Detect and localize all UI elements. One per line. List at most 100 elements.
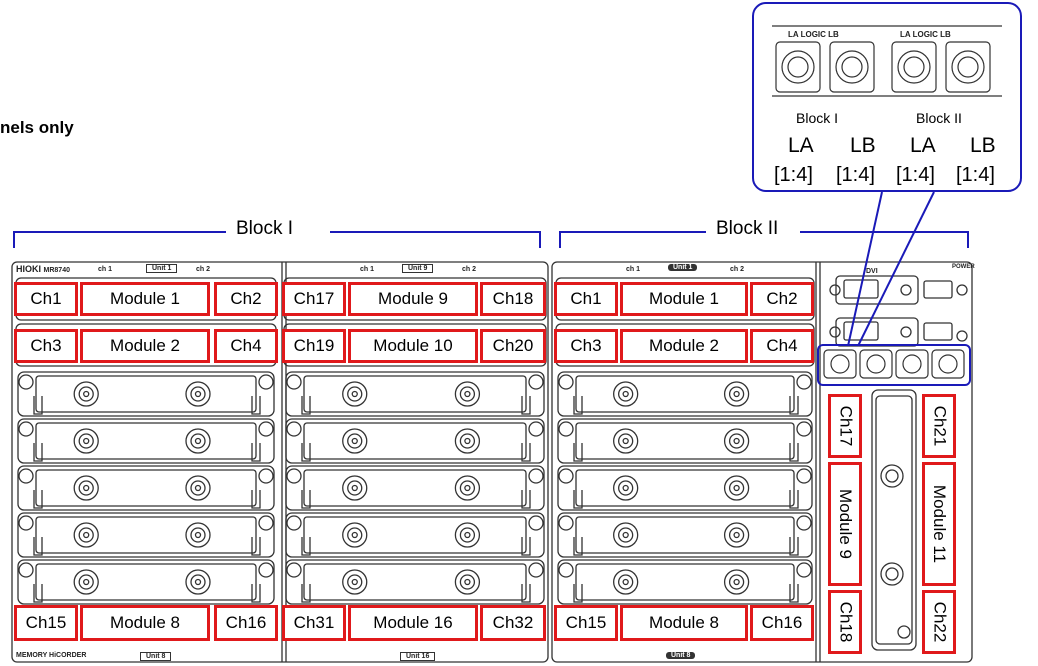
bnc-connector-inner <box>728 433 745 449</box>
bnc-connector-pin <box>733 437 740 445</box>
mount-screw <box>18 468 34 484</box>
right-row2-module: Module 2 <box>620 329 748 363</box>
bnc-connector <box>613 381 639 407</box>
slot-latch <box>33 396 43 415</box>
bnc-connector-pin <box>351 390 358 398</box>
bnc-connector <box>454 522 481 548</box>
bnc-connector-inner <box>618 527 634 543</box>
callout-port-lb-1: LB <box>850 134 876 157</box>
mount-screw <box>796 515 812 531</box>
module-face <box>575 469 795 507</box>
slot-latch <box>789 584 799 603</box>
side-right-ch-b: Ch22 <box>922 590 956 654</box>
callout-connector-drawing <box>772 25 1002 97</box>
mount-screw <box>286 515 302 531</box>
side-right-module: Module 11 <box>922 462 956 586</box>
bnc-connector-pin <box>194 578 202 586</box>
mount-screw <box>258 515 274 531</box>
bnc-connector-pin <box>194 437 202 445</box>
bnc-connector-inner <box>459 527 476 543</box>
bnc-connector <box>613 569 639 595</box>
module-slot <box>17 418 275 464</box>
mount-screw <box>528 421 544 437</box>
bnc-connector-pin <box>622 484 629 492</box>
mount-screw <box>558 515 574 531</box>
bnc-connector-inner <box>347 527 363 543</box>
bnc-connector-inner <box>347 574 363 590</box>
module-slot <box>557 512 813 558</box>
module-slot <box>557 465 813 511</box>
callout-port-la-2: LA <box>910 134 936 157</box>
bnc-connector-pin <box>83 484 90 492</box>
bnc-connector <box>185 522 211 548</box>
left-row2-ch-a: Ch3 <box>14 329 78 363</box>
mount-screw <box>258 421 274 437</box>
bnc-connector-pin <box>733 390 740 398</box>
bnc-connector <box>342 428 368 454</box>
left-row8-module: Module 8 <box>80 605 210 641</box>
module-face <box>35 422 257 460</box>
mount-screw <box>558 562 574 578</box>
mid-row8-ch-b: Ch32 <box>480 605 546 641</box>
mount-screw <box>796 374 812 390</box>
bnc-connector-inner <box>190 480 206 496</box>
bnc-connector-pin <box>622 437 629 445</box>
bnc-connector <box>73 475 99 501</box>
bnc-connector-inner <box>347 480 363 496</box>
bnc-connector <box>185 569 211 595</box>
mount-screw <box>528 562 544 578</box>
module-slot <box>557 371 813 417</box>
bnc-connector-inner <box>190 574 206 590</box>
bnc-connector-pin <box>351 578 358 586</box>
right-row2-ch-b: Ch4 <box>750 329 814 363</box>
bnc-connector-inner <box>459 433 476 449</box>
mid-row1-module: Module 9 <box>348 282 478 316</box>
mid-row2-ch-a: Ch19 <box>282 329 346 363</box>
slot-latch <box>301 443 311 462</box>
slot-latch <box>33 490 43 509</box>
mount-screw <box>18 562 34 578</box>
slot-latch <box>521 584 531 603</box>
slot-latch <box>521 396 531 415</box>
mount-screw <box>258 374 274 390</box>
bnc-connector-pin <box>83 578 90 586</box>
module-face <box>575 516 795 554</box>
slot-latch <box>251 396 261 415</box>
slot-latch <box>33 443 43 462</box>
header-fragment: nels only <box>0 118 74 137</box>
bnc-connector-inner <box>459 386 476 402</box>
bnc-connector-pin <box>464 578 471 586</box>
bnc-connector <box>723 569 750 595</box>
mount-screw <box>796 468 812 484</box>
bnc-connector <box>454 428 481 454</box>
module-face <box>35 563 257 601</box>
bnc-connector-pin <box>351 437 358 445</box>
bnc-connector-inner <box>618 433 634 449</box>
right-row8-ch-b: Ch16 <box>750 605 814 641</box>
left-row2-ch-b: Ch4 <box>214 329 278 363</box>
bnc-connector <box>613 428 639 454</box>
module-face <box>575 422 795 460</box>
slot-latch <box>251 443 261 462</box>
mid-row1-ch-a: Ch17 <box>282 282 346 316</box>
module-slot <box>557 418 813 464</box>
ch2-tag-mid: ch 2 <box>462 266 477 273</box>
bnc-connector-pin <box>464 531 471 539</box>
bnc-connector-inner <box>190 386 206 402</box>
left-unit-frame <box>11 261 549 663</box>
mount-screw <box>796 562 812 578</box>
bnc-connector-pin <box>464 390 471 398</box>
module-slot <box>17 512 275 558</box>
unit-tag-bottom-left: Unit 8 <box>140 652 172 661</box>
bnc-connector <box>342 569 368 595</box>
slot-latch <box>789 443 799 462</box>
mount-screw <box>558 421 574 437</box>
unit-tag-top-left: Unit 1 <box>146 264 178 273</box>
bnc-connector-inner <box>459 480 476 496</box>
slot-latch <box>251 537 261 556</box>
bnc-connector <box>723 522 750 548</box>
module-face <box>575 375 795 413</box>
ch1-tag-left: ch 1 <box>98 266 113 273</box>
module-slot <box>17 465 275 511</box>
